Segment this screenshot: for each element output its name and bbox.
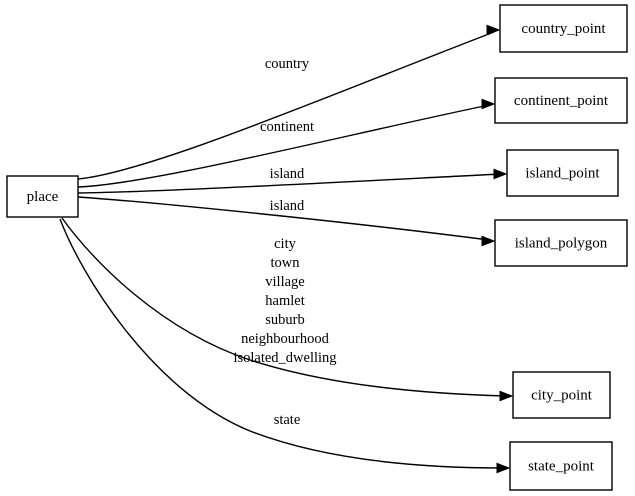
node-country_point-label: country_point <box>521 21 606 37</box>
node-island_polygon-label: island_polygon <box>515 235 608 251</box>
edge-city-label-line: isolated_dwelling <box>233 350 336 366</box>
edge-country-line <box>77 31 495 180</box>
edge-state-label: state <box>274 412 301 428</box>
node-place[interactable]: place <box>6 175 79 218</box>
edge-island-polygon <box>77 196 496 247</box>
edge-island-point <box>77 168 508 194</box>
edge-city-label-line: hamlet <box>265 293 304 309</box>
edge-city-arrowhead-icon <box>499 390 514 402</box>
edge-island-point-label: island <box>270 166 305 182</box>
node-island_polygon-box[interactable] <box>494 219 628 267</box>
edges-layer <box>59 24 514 474</box>
edge-island-point-arrowhead-icon <box>493 168 508 180</box>
node-continent_point-box[interactable] <box>494 77 628 124</box>
edge-city-label-line: suburb <box>265 312 304 328</box>
edge-state-label-line: state <box>274 412 301 428</box>
edge-island-polygon-label-line: island <box>270 198 305 214</box>
node-island_polygon[interactable]: island_polygon <box>494 219 628 267</box>
edge-city <box>61 217 514 402</box>
node-country_point[interactable]: country_point <box>499 4 628 53</box>
edge-labels-layer: country continent island island city town vill… <box>233 56 336 428</box>
node-state_point[interactable]: state_point <box>509 441 613 491</box>
edge-state-line <box>59 218 505 469</box>
edge-country-arrowhead-icon <box>486 24 501 36</box>
edge-continent-line <box>77 104 490 188</box>
edge-state-arrowhead-icon <box>496 462 511 474</box>
edge-city-label: city town village hamlet suburb neighbourhood… <box>233 236 336 366</box>
edge-island-point-line <box>77 173 502 194</box>
edge-continent-label-line: continent <box>260 119 314 135</box>
node-continent_point[interactable]: continent_point <box>494 77 628 124</box>
edge-city-label-line: city <box>274 236 296 252</box>
node-island_point[interactable]: island_point <box>506 149 619 197</box>
edge-island-polygon-label: island <box>270 198 305 214</box>
node-country_point-box[interactable] <box>499 4 628 53</box>
node-island_point-box[interactable] <box>506 149 619 197</box>
node-city_point[interactable]: city_point <box>512 371 611 419</box>
edge-city-label-line: neighbourhood <box>241 331 330 347</box>
edge-island-point-label-line: island <box>270 166 305 182</box>
node-city_point-label: city_point <box>531 387 593 403</box>
node-continent_point-label: continent_point <box>514 93 609 109</box>
node-place-box[interactable] <box>6 175 79 218</box>
node-state_point-box[interactable] <box>509 441 613 491</box>
edge-country-label-line: country <box>265 56 310 72</box>
edge-continent-label: continent <box>260 119 314 135</box>
node-city_point-box[interactable] <box>512 371 611 419</box>
edge-city-label-line: village <box>265 274 304 290</box>
edge-continent <box>77 98 496 188</box>
node-place-label: place <box>27 189 59 205</box>
node-island_point-label: island_point <box>525 165 600 181</box>
edge-island-polygon-line <box>77 196 490 241</box>
edge-city-label-line: town <box>271 255 301 271</box>
edge-country <box>77 24 501 180</box>
edge-continent-arrowhead-icon <box>481 98 496 110</box>
nodes-layer: place country_point continent_point island_… <box>6 4 628 491</box>
edge-island-polygon-arrowhead-icon <box>481 235 496 247</box>
node-state_point-label: state_point <box>528 458 595 474</box>
edge-country-label: country <box>265 56 310 72</box>
edge-state <box>59 218 511 474</box>
edge-city-line <box>61 217 508 397</box>
